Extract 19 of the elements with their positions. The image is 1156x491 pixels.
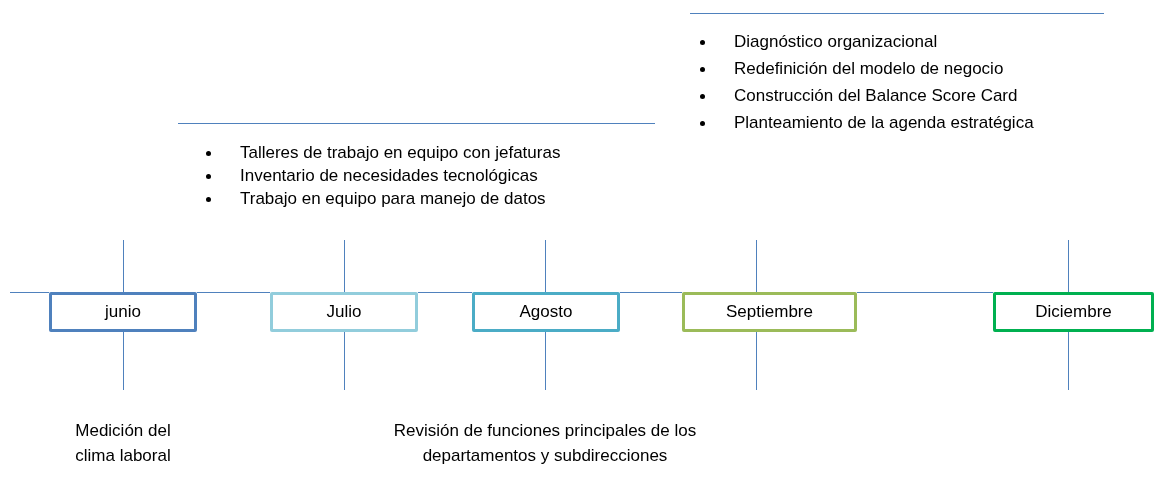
month-box: Julio — [270, 292, 418, 332]
timeline-line — [196, 292, 271, 293]
timeline-line — [619, 292, 683, 293]
bullet-text: Talleres de trabajo en equipo con jefaturas — [240, 142, 561, 164]
milestone-note: Medición del clima laboral — [74, 420, 172, 467]
timeline-line — [856, 292, 994, 293]
month-box: junio — [49, 292, 197, 332]
bullet-text: Diagnóstico organizacional — [734, 31, 938, 53]
bullet-text: Planteamiento de la agenda estratégica — [734, 112, 1034, 134]
timeline-line — [9, 292, 50, 293]
bullet-text: Construcción del Balance Score Card — [734, 85, 1018, 107]
month-box: Septiembre — [682, 292, 857, 332]
month-box: Agosto — [472, 292, 620, 332]
month-box: Diciembre — [993, 292, 1154, 332]
milestone-note: Revisión de funciones principales de los departamentos y subdirecciones — [392, 420, 698, 467]
bullet-text: Inventario de necesidades tecnológicas — [240, 165, 538, 187]
timeline-line — [417, 292, 473, 293]
bullet-text: Redefinición del modelo de negocio — [734, 58, 1004, 80]
bullet-text: Trabajo en equipo para manejo de datos — [240, 188, 546, 210]
